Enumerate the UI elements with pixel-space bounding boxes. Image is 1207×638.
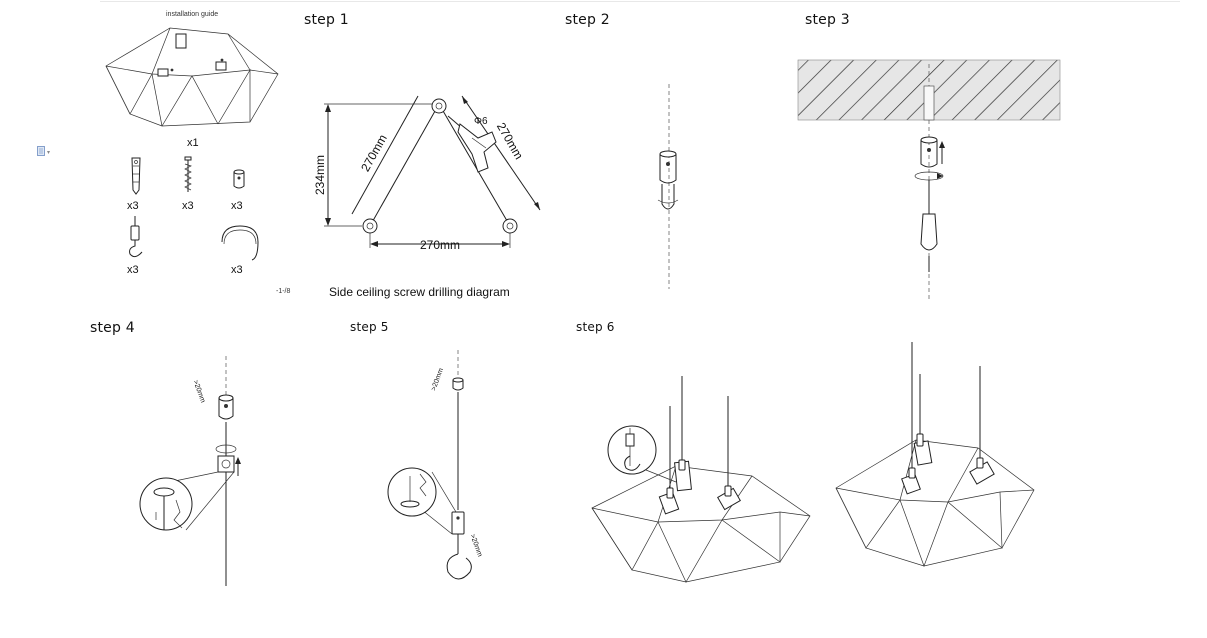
step1-panel: step 1 234mm 270mm 270mm [302, 4, 560, 299]
hook-icon [129, 216, 143, 258]
step3-ceiling-illustration [797, 59, 1061, 300]
lamp-shade-illustration [105, 27, 279, 127]
hook-quantity: x3 [127, 264, 139, 276]
final-result-panel [824, 316, 1060, 586]
step6-panel: step 6 [572, 316, 820, 586]
wall-anchor-icon [131, 157, 141, 195]
page-number: -1-/8 [276, 288, 291, 295]
bottom-dimension: 270mm [420, 238, 461, 252]
drill-icon [447, 115, 497, 173]
wire-coil-icon [221, 225, 259, 261]
drill-size-label: Φ6 [474, 116, 488, 127]
top-divider [100, 1, 1180, 2]
ceiling-cap-icon [233, 169, 245, 189]
drilling-diagram [324, 95, 541, 248]
step4-panel: step 4 >20mm [86, 316, 332, 586]
installation-guide-title: installation guide [166, 11, 219, 18]
step4-label: step 4 [90, 320, 135, 336]
document-icon[interactable]: ▾ [37, 146, 53, 156]
height-dimension: 234mm [313, 154, 328, 196]
step6-hang-lamp-illustration [591, 376, 811, 583]
step2-panel: step 2 [562, 4, 792, 299]
step5-label: step 5 [350, 320, 389, 334]
step3-panel: step 3 [796, 4, 1064, 300]
step1-label: step 1 [304, 12, 349, 28]
step2-anchor-illustration [657, 84, 679, 289]
cap-quantity: x3 [231, 200, 243, 212]
installed-lamp-illustration [835, 342, 1035, 568]
step5-hook-illustration [387, 350, 472, 580]
parts-panel: installation guide x1 x3 x3 x3 [100, 4, 300, 299]
step2-label: step 2 [565, 12, 610, 28]
wire-quantity: x3 [231, 264, 243, 276]
screw-icon [184, 156, 192, 192]
anchor-quantity: x3 [127, 200, 139, 212]
svg-text:▾: ▾ [47, 150, 50, 156]
drilling-diagram-caption: Side ceiling screw drilling diagram [329, 285, 510, 299]
screw-quantity: x3 [182, 200, 194, 212]
step4-cap-illustration [139, 356, 241, 586]
lamp-quantity: x1 [187, 137, 199, 149]
step6-label: step 6 [576, 320, 615, 334]
step3-label: step 3 [805, 12, 850, 28]
step5-panel: step 5 >20mm >20mm [340, 316, 568, 586]
